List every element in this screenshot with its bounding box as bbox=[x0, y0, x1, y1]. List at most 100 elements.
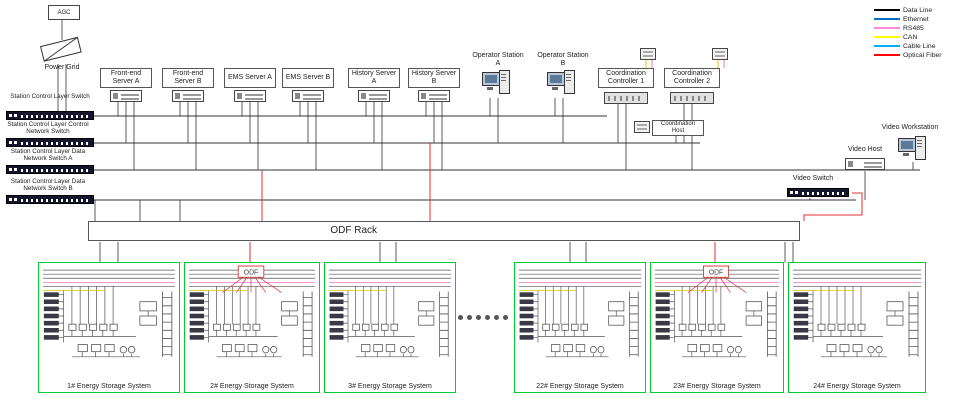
legend-label: RS485 bbox=[903, 24, 924, 32]
converter-units bbox=[68, 301, 157, 354]
ems-server-a-icon bbox=[234, 90, 266, 102]
rs485-line-sample bbox=[874, 27, 900, 29]
station-control-layer-switch-icon bbox=[6, 111, 94, 120]
storage-system-24: ODF 24# Energy Storage System bbox=[788, 262, 926, 393]
bms-module-stack bbox=[655, 292, 670, 340]
storage-internal-diagram: ODF bbox=[654, 265, 780, 358]
storage-system-2-label: 2# Energy Storage System bbox=[210, 383, 294, 390]
storage-wires bbox=[43, 269, 175, 358]
optical-fiber-sample bbox=[874, 54, 900, 56]
rs485-lines bbox=[651, 60, 725, 68]
storage-internal-diagram: ODF bbox=[518, 269, 642, 358]
cable-line-sample bbox=[874, 45, 900, 47]
coordination-controller-1-node: Coordination Controller 1 bbox=[598, 68, 654, 88]
monitor-stand bbox=[903, 153, 909, 156]
operator-station-b-label: Operator Station B bbox=[537, 52, 589, 68]
history-server-b-icon bbox=[418, 90, 450, 102]
storage-system-22-internal: ODF bbox=[517, 265, 643, 367]
frontend-server-b-icon bbox=[172, 90, 204, 102]
ems-server-a-node: EMS Server A bbox=[224, 68, 276, 88]
battery-rack-icon bbox=[162, 291, 173, 357]
data-network-switch-a-label: Station Control Layer Data Network Switc… bbox=[10, 148, 86, 162]
bms-module-stack bbox=[189, 292, 204, 340]
converter-units bbox=[542, 301, 625, 354]
can-line-sample bbox=[874, 36, 900, 38]
legend-item-data-line: Data Line bbox=[874, 6, 966, 14]
storage-odf-box: ODF bbox=[687, 265, 747, 293]
storage-system-23-label: 23# Energy Storage System bbox=[673, 383, 761, 390]
video-workstation-icon bbox=[898, 136, 930, 164]
coordination-controller-2-icon bbox=[670, 92, 714, 104]
agc-node: AGC bbox=[48, 5, 80, 20]
converter-units bbox=[213, 301, 298, 354]
legend-item-ethernet: Ethernet bbox=[874, 15, 966, 23]
station-control-layer-switch-label: Station Control Layer Switch bbox=[10, 93, 90, 100]
computer-tower-icon bbox=[499, 70, 510, 94]
battery-rack-icon bbox=[629, 291, 639, 357]
monitor-screen bbox=[482, 72, 500, 86]
history-server-a-icon bbox=[358, 90, 390, 102]
storage-system-1: ODF 1# Energy Storage System bbox=[38, 262, 180, 393]
video-workstation-label: Video Workstation bbox=[881, 124, 939, 131]
power-grid-transformer-symbol bbox=[39, 36, 82, 62]
storage-system-23-internal: ODF bbox=[653, 265, 781, 367]
battery-rack-icon bbox=[302, 291, 313, 357]
storage-internal-diagram: ODF bbox=[43, 269, 175, 358]
storage-system-2: ODF 2# Energy Storage System bbox=[184, 262, 320, 393]
video-host-label: Video Host bbox=[847, 146, 883, 153]
coordination-controller-2-node: Coordination Controller 2 bbox=[664, 68, 720, 88]
storage-internal-diagram: ODF bbox=[188, 265, 316, 358]
battery-rack-icon bbox=[439, 291, 449, 357]
storage-system-22: ODF 22# Energy Storage System bbox=[514, 262, 646, 393]
storage-wires bbox=[328, 269, 452, 358]
storage-wires bbox=[793, 269, 921, 358]
monitor-stand bbox=[552, 87, 558, 90]
storage-system-3: ODF 3# Energy Storage System bbox=[324, 262, 456, 393]
legend: Data Line Ethernet RS485 CAN Cable Line … bbox=[874, 6, 966, 60]
storage-system-24-internal: ODF bbox=[791, 265, 923, 367]
converter-units bbox=[352, 301, 435, 354]
operator-station-a-icon bbox=[482, 70, 514, 98]
storage-system-22-label: 22# Energy Storage System bbox=[536, 383, 624, 390]
legend-item-cable-line: Cable Line bbox=[874, 42, 966, 50]
video-host-icon bbox=[845, 158, 885, 170]
odf-box-label: ODF bbox=[244, 270, 259, 277]
ems-server-b-icon bbox=[292, 90, 324, 102]
can-bus-lines bbox=[645, 60, 719, 68]
coordination-host-node: Coordination Host bbox=[652, 120, 704, 136]
coordination-host-icon bbox=[634, 121, 650, 133]
legend-label: Optical Fiber bbox=[903, 51, 942, 59]
odf-fiber-fanout bbox=[222, 276, 282, 293]
storage-wires bbox=[654, 269, 780, 358]
monitor-stand bbox=[487, 87, 493, 90]
storage-internal-diagram: ODF bbox=[328, 269, 452, 358]
converter-units bbox=[817, 301, 904, 354]
frontend-server-a-icon bbox=[110, 90, 142, 102]
can-interface-module-icon bbox=[712, 48, 728, 60]
data-network-switch-b-icon bbox=[6, 195, 94, 204]
bms-module-stack bbox=[519, 292, 534, 340]
odf-rack-label: ODF Rack bbox=[330, 225, 378, 236]
video-switch-label: Video Switch bbox=[792, 175, 834, 182]
storage-system-2-internal: ODF bbox=[187, 265, 317, 367]
converter-units bbox=[678, 301, 762, 354]
data-line-sample bbox=[874, 9, 900, 11]
storage-wires bbox=[518, 269, 642, 358]
frontend-server-a-node: Front-end Server A bbox=[100, 68, 152, 88]
power-grid-label: Power Grid bbox=[44, 64, 80, 71]
bms-module-stack bbox=[793, 292, 809, 340]
storage-system-3-label: 3# Energy Storage System bbox=[348, 383, 432, 390]
ellipsis-continuation-dots bbox=[458, 315, 508, 320]
legend-item-can: CAN bbox=[874, 33, 966, 41]
odf-box-label: ODF bbox=[709, 270, 723, 277]
legend-label: CAN bbox=[903, 33, 918, 41]
computer-tower-icon bbox=[915, 136, 926, 160]
legend-label: Ethernet bbox=[903, 15, 929, 23]
ems-server-b-node: EMS Server B bbox=[282, 68, 334, 88]
history-server-a-node: History Server A bbox=[348, 68, 400, 88]
operator-station-b-icon bbox=[547, 70, 579, 98]
legend-item-rs485: RS485 bbox=[874, 24, 966, 32]
storage-system-1-label: 1# Energy Storage System bbox=[67, 383, 151, 390]
